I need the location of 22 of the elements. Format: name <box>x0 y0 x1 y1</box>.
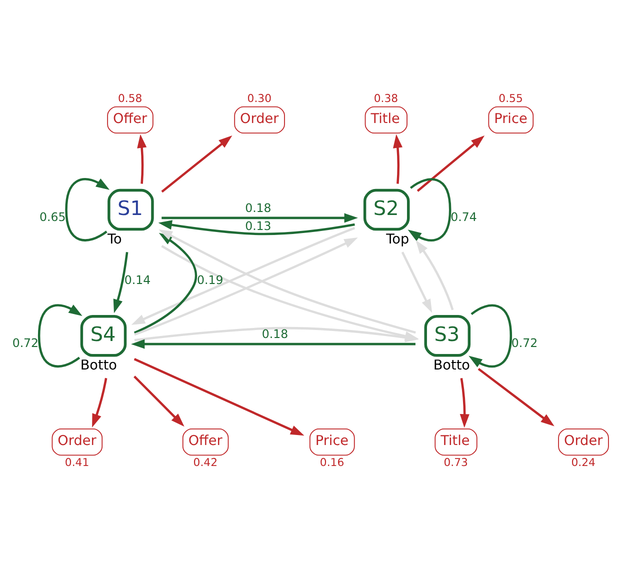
edge-label: 0.13 <box>245 218 272 233</box>
node-label: 0.24 <box>571 455 596 468</box>
node-label: Botto <box>80 356 118 373</box>
node-label: To <box>108 230 122 247</box>
node-label: Botto <box>433 356 470 373</box>
node-label: 0.55 <box>498 91 523 104</box>
node-label: 0.38 <box>374 91 398 104</box>
node-label: 0.41 <box>64 455 90 468</box>
edge-label: 0.74 <box>450 210 477 224</box>
node-label: 0.42 <box>193 455 218 468</box>
edge-label: 0.72 <box>511 336 538 350</box>
node-label: 0.16 <box>320 455 344 468</box>
node-label: 0.58 <box>118 91 142 104</box>
node-label: 0.30 <box>247 91 272 104</box>
node-label: 0.73 <box>444 455 468 468</box>
node-label: Top <box>386 230 410 247</box>
edge-label: 0.18 <box>262 326 288 341</box>
edge-label: 0.72 <box>12 336 39 350</box>
edge-label: 0.14 <box>124 272 151 287</box>
edge-label: 0.19 <box>196 272 224 287</box>
edge-label: 0.65 <box>40 210 66 224</box>
edge-label: 0.18 <box>245 200 272 214</box>
